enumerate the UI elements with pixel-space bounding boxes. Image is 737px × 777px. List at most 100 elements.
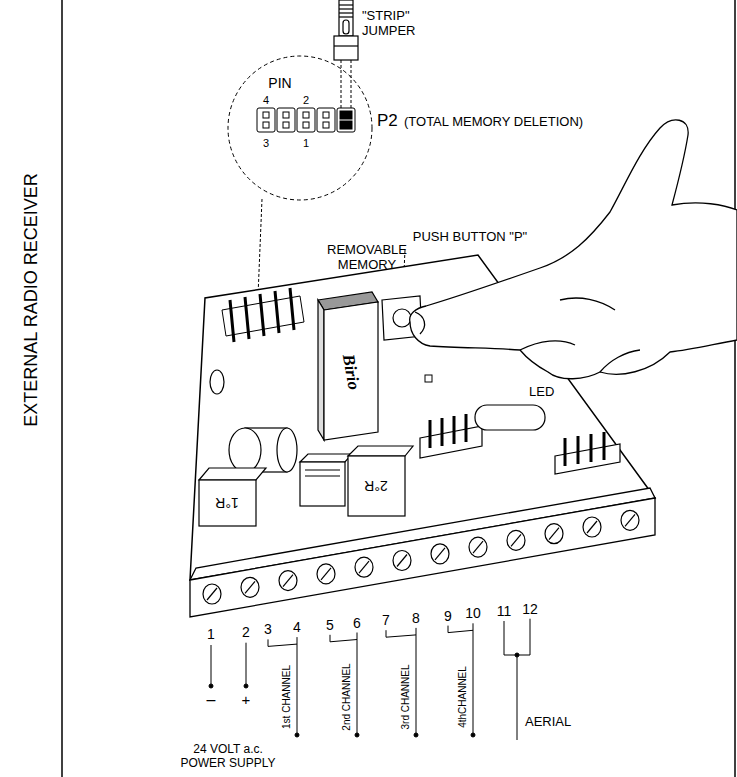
relay <box>199 446 413 526</box>
strip-jumper <box>339 12 353 13</box>
memory-chip <box>318 300 324 440</box>
capacitor <box>210 370 224 394</box>
hand <box>520 341 575 350</box>
terminal-screw <box>393 551 411 571</box>
pin-strip <box>603 432 606 460</box>
note: (TOTAL MEMORY DELETION) <box>404 115 583 130</box>
strip-jumper <box>334 45 358 46</box>
memory-chip <box>324 302 378 440</box>
terminal-screw <box>359 561 369 573</box>
wire-line <box>295 733 299 737</box>
pin-strip <box>465 414 468 442</box>
pin-header <box>277 108 295 132</box>
wire-line <box>211 645 212 684</box>
channel-label: 1st CHANNEL <box>281 665 293 729</box>
terminal-number: 6 <box>353 614 361 630</box>
hand <box>410 120 737 379</box>
relay <box>300 454 352 462</box>
leader-line <box>258 199 262 296</box>
relay <box>199 480 256 526</box>
terminal-screw <box>435 548 445 560</box>
pin-strip <box>429 420 432 448</box>
terminal-screw <box>245 581 255 593</box>
hand <box>560 298 615 310</box>
wire-line <box>414 733 418 737</box>
wire-line <box>517 657 518 740</box>
relay <box>300 462 345 506</box>
leader-line <box>351 60 352 108</box>
pin-strip <box>590 434 593 462</box>
terminal-number: 12 <box>522 601 538 617</box>
board-pin-header <box>290 288 294 330</box>
pin-header <box>323 122 329 128</box>
terminal-screw <box>473 541 483 553</box>
pin-header <box>297 108 315 132</box>
board-pin-header <box>275 291 279 333</box>
wire-line <box>448 626 473 633</box>
polarity-sign: + <box>242 691 251 708</box>
wire-line <box>297 637 298 733</box>
pin-label: PIN <box>268 75 291 91</box>
terminal-number: 3 <box>264 621 272 637</box>
pin-number: 1 <box>303 137 309 150</box>
terminal-number: 1 <box>207 626 215 642</box>
board-pin-header <box>222 288 304 342</box>
board-pin-header <box>230 300 234 342</box>
terminal-number: 11 <box>497 603 512 619</box>
leader-line <box>341 60 342 108</box>
part-name: REMOVABLE MEMORY <box>322 243 412 273</box>
terminal-screw <box>469 537 487 557</box>
connector-name: P2 <box>377 111 398 131</box>
strip-jumper <box>334 36 358 60</box>
terminal-block <box>190 498 655 617</box>
pin-header <box>340 111 352 119</box>
frame-line <box>61 0 63 777</box>
pin-header <box>257 108 275 132</box>
pin-number: 4 <box>263 94 269 107</box>
terminal-screw <box>397 555 407 567</box>
terminal-number: 9 <box>444 608 452 624</box>
pin-header <box>263 112 269 118</box>
terminal-screw <box>511 534 521 546</box>
wire-line <box>244 684 248 688</box>
terminal-screw <box>241 577 259 597</box>
strip-jumper <box>339 8 353 9</box>
capacitor <box>210 370 297 472</box>
capacitor <box>277 428 297 472</box>
terminal-screw <box>317 564 335 584</box>
terminal-screw <box>321 568 331 580</box>
terminal-number: 2 <box>242 624 250 640</box>
memory-chip <box>318 292 378 440</box>
wire-line <box>268 639 297 646</box>
pin-header <box>317 108 335 132</box>
hand <box>410 120 737 379</box>
wire-line <box>515 653 519 657</box>
pin-strip <box>564 438 567 466</box>
wire-line <box>473 623 474 733</box>
wire-line <box>330 635 357 642</box>
wire-line <box>209 684 213 688</box>
terminal-screw <box>545 524 563 544</box>
pin-header <box>257 108 355 132</box>
terminal-number: 4 <box>293 619 301 635</box>
hand <box>415 312 425 334</box>
pin-number: 2 <box>303 94 309 107</box>
relay <box>348 446 413 456</box>
pin-header <box>337 108 355 132</box>
part-name: PUSH BUTTON "P" <box>413 230 527 245</box>
push-button <box>393 309 411 327</box>
wire-line <box>471 733 475 737</box>
pin-header <box>263 122 269 128</box>
board-pin-header <box>260 294 264 336</box>
wire-line <box>246 643 247 684</box>
terminal-screw <box>283 575 293 587</box>
detail-circle <box>228 56 372 200</box>
pin-strip <box>453 416 456 444</box>
pin-header <box>283 122 289 128</box>
relay-label: 1°R <box>215 495 239 511</box>
strip-jumper <box>339 0 353 36</box>
pin-header <box>340 121 352 129</box>
strip-jumper <box>334 0 358 60</box>
terminal-screw <box>587 521 597 533</box>
